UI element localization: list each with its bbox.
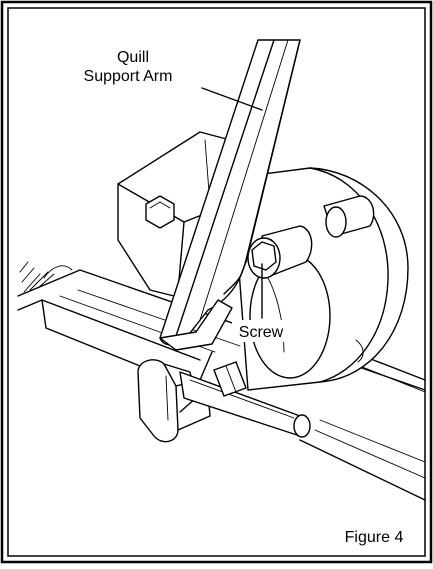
- caption-bg: [332, 520, 422, 550]
- screw-head-icon: [251, 241, 277, 271]
- screw-label: Screw: [239, 324, 284, 341]
- quill-label-line1: Quill: [117, 49, 149, 66]
- quill-support-arm: [159, 39, 301, 351]
- inner-border: [7, 7, 426, 557]
- quill-leader-line: [201, 87, 263, 111]
- quill-label-line2: Support Arm: [84, 68, 173, 85]
- screw-label-bg: [232, 320, 290, 342]
- locking-rod: [179, 361, 311, 438]
- hex-bolt-icon: [145, 195, 175, 229]
- screw-assembly: [247, 225, 313, 279]
- base-rail: [17, 261, 426, 501]
- figure-caption: Figure 4: [345, 529, 404, 546]
